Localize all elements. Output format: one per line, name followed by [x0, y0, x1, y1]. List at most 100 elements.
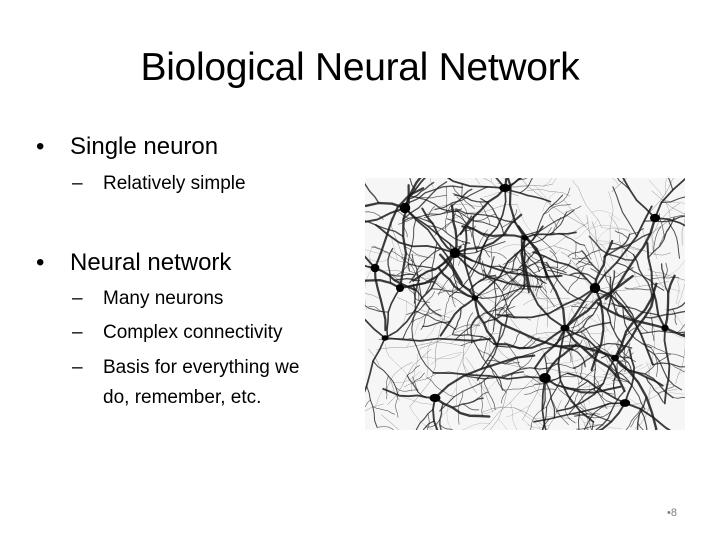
neurite-path — [365, 211, 384, 220]
neurite-path — [365, 249, 387, 254]
neurite-path — [391, 370, 422, 383]
neurite-path — [523, 297, 570, 306]
neurite-path — [371, 246, 391, 255]
neurite-path — [486, 291, 512, 314]
neurite-path — [603, 232, 652, 258]
neurite-path — [577, 368, 596, 385]
neurite-path — [365, 201, 407, 210]
neurite-path — [526, 337, 540, 349]
neurite-path — [563, 326, 626, 393]
neuron-network-drawing — [365, 178, 685, 430]
sub-dash: – — [72, 173, 83, 194]
neurite-path — [486, 359, 520, 365]
neurite-path — [651, 317, 655, 341]
neurite-path — [507, 255, 546, 273]
neurite-path — [597, 402, 626, 430]
neurite-path — [413, 291, 436, 319]
neurite-path — [647, 217, 675, 259]
neurite-path — [455, 280, 483, 299]
neurite-path — [501, 362, 559, 377]
neurite-path — [481, 406, 544, 427]
neurite-path — [646, 348, 682, 391]
neurite-path — [589, 419, 592, 430]
neurite-path — [571, 257, 588, 260]
neurite-path — [429, 178, 434, 189]
neurite-path — [525, 281, 546, 299]
neurite-path — [632, 253, 653, 299]
neurite-path — [455, 214, 468, 224]
neurite-path — [650, 347, 659, 377]
neurite-path — [504, 187, 552, 203]
neurite-path — [391, 238, 398, 261]
neurite-path — [418, 203, 487, 219]
neurite-path — [453, 334, 495, 345]
neurite-path — [640, 330, 685, 335]
neurite-path — [606, 290, 618, 312]
neurite-path — [616, 178, 631, 191]
neurite-path — [620, 326, 638, 343]
neurite-path — [461, 225, 476, 232]
neuron-soma — [429, 393, 441, 403]
neurite-path — [667, 301, 685, 311]
neurite-path — [485, 295, 503, 324]
neurite-path — [422, 420, 435, 430]
neurite-path — [365, 399, 371, 408]
neuron-soma — [661, 324, 669, 332]
neurite-path — [546, 301, 631, 314]
neurite-path — [455, 208, 516, 224]
neurite-path — [676, 278, 680, 305]
neurite-path — [385, 375, 389, 400]
neurite-path — [433, 354, 536, 400]
neurite-path — [411, 317, 435, 374]
neurite-path — [510, 402, 518, 430]
neuron-soma — [399, 202, 411, 214]
neurite-path — [576, 346, 593, 373]
neurite-path — [543, 266, 559, 268]
neurite-path — [675, 337, 685, 384]
neurite-path — [450, 204, 458, 255]
neurite-path — [660, 263, 669, 294]
neurite-path — [549, 187, 571, 208]
subitem-many-neurons: –Many neurons — [72, 287, 223, 311]
neurite-path — [504, 178, 522, 189]
neurite-path — [611, 280, 620, 307]
neuron-soma — [619, 399, 631, 407]
neurite-path — [432, 280, 445, 290]
neurite-path — [588, 235, 635, 262]
neurite-path — [639, 408, 648, 430]
neurite-path — [461, 422, 490, 430]
neurite-path — [542, 380, 562, 430]
neurite-path — [660, 196, 685, 204]
neurite-path — [408, 185, 463, 204]
neurite-path — [545, 247, 562, 266]
neurite-path — [550, 397, 569, 425]
neurite-path — [584, 244, 592, 260]
bullet-text: Neural network — [70, 249, 232, 276]
neurite-path — [663, 274, 676, 330]
neurite-path — [570, 300, 602, 337]
neurite-path — [623, 343, 631, 360]
neurite-path — [384, 275, 439, 339]
neurite-path — [521, 246, 540, 273]
neurite-path — [433, 396, 491, 418]
neurite-path — [472, 213, 496, 222]
neuron-soma — [539, 373, 551, 383]
neurite-path — [439, 424, 454, 430]
neurite-path — [455, 310, 486, 405]
neurite-path — [572, 180, 603, 228]
neurite-path — [590, 268, 611, 278]
neurite-path — [411, 285, 442, 317]
neurite-path — [564, 327, 620, 379]
neurite-path — [398, 184, 410, 290]
neurite-path — [474, 245, 491, 258]
slide-title: Biological Neural Network — [140, 46, 580, 89]
neurite-path — [591, 228, 611, 253]
neurite-path — [576, 424, 604, 430]
neurite-path — [574, 219, 598, 240]
neurite-path — [557, 327, 595, 423]
neurite-path — [453, 213, 523, 255]
neurite-path — [426, 377, 455, 398]
neurite-path — [420, 309, 455, 345]
neurite-path — [434, 186, 489, 211]
neurite-path — [569, 272, 597, 281]
